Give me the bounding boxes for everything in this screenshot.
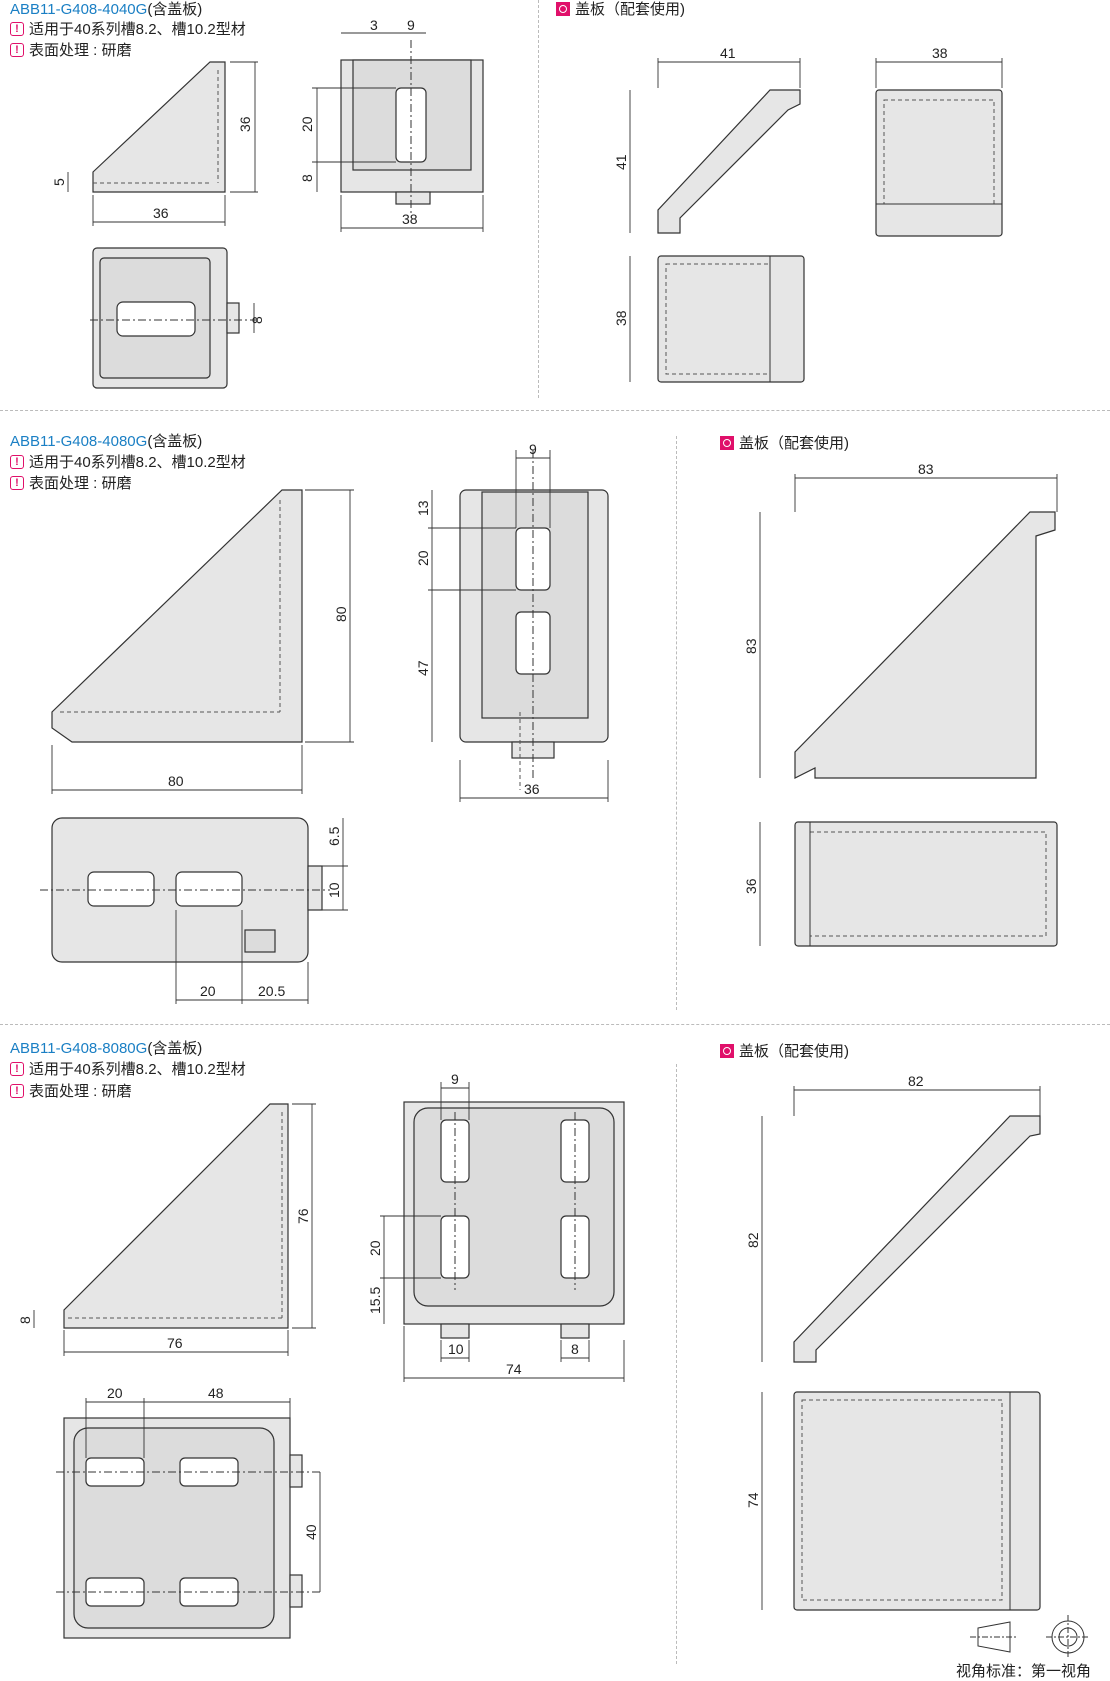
model-title-8080: ABB11-G408-8080G(含盖板) [10, 1037, 202, 1058]
warning-icon: ! [10, 42, 24, 57]
cover-side-view-8080 [793, 1115, 1041, 1363]
note-text: 适用于40系列槽8.2、槽10.2型材 [29, 454, 246, 471]
dim-front-bottom-4040: 8 [299, 174, 315, 182]
bracket-side-view-8080 [63, 1103, 289, 1329]
note-surface-8080: ! 表面处理 : 研磨 [10, 1080, 132, 1101]
dim-plan-a-8080: 20 [107, 1385, 123, 1401]
cover-side-view-4080 [794, 511, 1056, 779]
dim-cover-end-width-4040: 38 [932, 45, 948, 61]
cover-plan-view-4080 [794, 821, 1058, 947]
dim-cover-plan-height-8080: 74 [745, 1492, 761, 1508]
dim-front-d-8080: 8 [571, 1341, 579, 1357]
cover-marker-icon [720, 1043, 734, 1058]
first-angle-projection-icon [970, 1615, 1090, 1659]
model-code: ABB11-G408-8080G [10, 1040, 148, 1057]
dim-cover-height-8080: 82 [745, 1232, 761, 1248]
dim-front-b-4080: 20 [415, 550, 431, 566]
model-code: ABB11-G408-4080G [10, 433, 148, 450]
dim-side-height-4040: 36 [237, 116, 253, 132]
model-title-4040: ABB11-G408-4040G(含盖板) [10, 0, 202, 19]
model-title-4080: ABB11-G408-4080G(含盖板) [10, 430, 202, 451]
dim-top-tab-4040: 8 [249, 316, 265, 324]
dim-cover-height-4040: 41 [613, 154, 629, 170]
cover-title-text: 盖板（配套使用) [739, 435, 849, 452]
dim-cover-width-4080: 83 [918, 461, 934, 477]
dim-front-c-8080: 10 [448, 1341, 464, 1357]
cover-side-view-4040 [657, 89, 801, 234]
cover-title-4080: 盖板（配套使用) [720, 432, 849, 453]
cover-plan-view-4040 [657, 255, 805, 383]
dim-front-a-4080: 13 [415, 500, 431, 516]
dim-front-top-8080: 9 [451, 1071, 459, 1087]
dim-cover-plan-height-4040: 38 [613, 310, 629, 326]
cover-title-text: 盖板（配套使用) [575, 1, 685, 18]
dim-front-slot-4040: 20 [299, 116, 315, 132]
dim-front-b-8080: 15.5 [367, 1287, 383, 1314]
dim-side-height-4080: 80 [333, 606, 349, 622]
divider-vertical-3 [676, 1064, 677, 1664]
warning-icon: ! [10, 21, 24, 36]
divider-horizontal-1 [0, 410, 1110, 411]
dim-plan-a-4080: 6.5 [326, 826, 342, 846]
dim-cover-width-4040: 41 [720, 45, 736, 61]
note-surface-4080: ! 表面处理 : 研磨 [10, 472, 132, 493]
warning-icon: ! [10, 1061, 24, 1076]
dim-plan-d-4080: 20.5 [258, 983, 285, 999]
note-text: 表面处理 : 研磨 [29, 1083, 132, 1100]
dim-side-height-8080: 76 [295, 1208, 311, 1224]
model-suffix: (含盖板) [147, 433, 203, 450]
warning-icon: ! [10, 475, 24, 490]
cover-title-8080: 盖板（配套使用) [720, 1040, 849, 1061]
dim-side-width-8080: 76 [167, 1335, 183, 1351]
note-slot-4080: ! 适用于40系列槽8.2、槽10.2型材 [10, 451, 246, 472]
cover-end-view-4040 [875, 89, 1003, 237]
projection-label: 视角标准：第一视角 [956, 1663, 1092, 1680]
dim-front-a-8080: 20 [367, 1240, 383, 1256]
dim-front-top-b-4040: 9 [407, 17, 415, 33]
cover-title-4040: 盖板（配套使用) [556, 0, 685, 19]
note-text: 适用于40系列槽8.2、槽10.2型材 [29, 1061, 246, 1078]
dim-plan-c-8080: 40 [303, 1524, 319, 1540]
dim-front-width-8080: 74 [506, 1361, 522, 1377]
dim-front-width-4080: 36 [524, 781, 540, 797]
dim-front-top-4080: 9 [529, 441, 537, 457]
bracket-side-view-4080 [51, 489, 303, 743]
dim-front-c-4080: 47 [415, 660, 431, 676]
bracket-side-view-4040 [92, 61, 226, 193]
divider-vertical-2 [676, 436, 677, 1010]
cover-marker-icon [556, 1, 570, 16]
note-text: 表面处理 : 研磨 [29, 475, 132, 492]
dim-side-width-4080: 80 [168, 773, 184, 789]
dim-cover-height-4080: 83 [743, 638, 759, 654]
cover-marker-icon [720, 435, 734, 450]
divider-vertical-1 [538, 0, 539, 398]
dim-front-width-4040: 38 [402, 211, 418, 227]
dim-side-lip-4040: 5 [51, 178, 67, 186]
model-suffix: (含盖板) [147, 1040, 203, 1057]
divider-horizontal-2 [0, 1024, 1110, 1025]
dim-plan-b-8080: 48 [208, 1385, 224, 1401]
dim-side-width-4040: 36 [153, 205, 169, 221]
model-code: ABB11-G408-4040G [10, 1, 148, 18]
model-suffix: (含盖板) [147, 1, 203, 18]
dim-plan-c-4080: 20 [200, 983, 216, 999]
warning-icon: ! [10, 1083, 24, 1098]
note-text: 适用于40系列槽8.2、槽10.2型材 [29, 21, 246, 38]
dim-cover-plan-height-4080: 36 [743, 878, 759, 894]
cover-title-text: 盖板（配套使用) [739, 1043, 849, 1060]
note-slot-8080: ! 适用于40系列槽8.2、槽10.2型材 [10, 1058, 246, 1079]
dim-cover-width-8080: 82 [908, 1073, 924, 1089]
warning-icon: ! [10, 454, 24, 469]
dim-plan-b-4080: 10 [326, 882, 342, 898]
note-slot-4040: ! 适用于40系列槽8.2、槽10.2型材 [10, 18, 246, 39]
dim-side-lip-8080: 8 [17, 1316, 33, 1324]
note-text: 表面处理 : 研磨 [29, 42, 132, 59]
note-surface-4040: ! 表面处理 : 研磨 [10, 39, 132, 60]
dim-front-top-a-4040: 3 [370, 17, 378, 33]
cover-plan-view-8080 [793, 1391, 1041, 1611]
